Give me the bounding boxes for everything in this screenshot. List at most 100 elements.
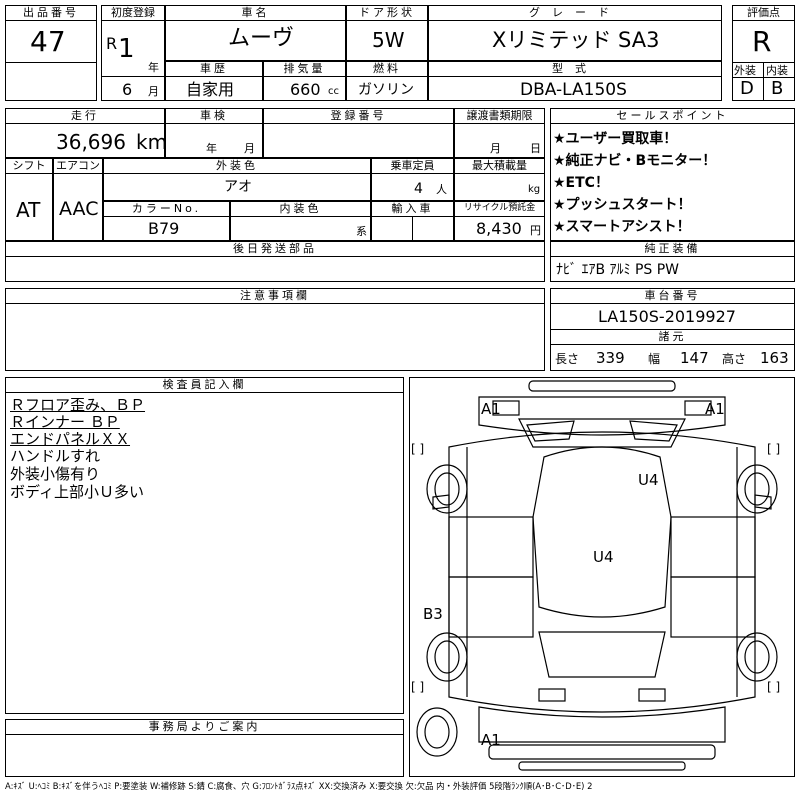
transfer-day: 日 [530, 142, 541, 155]
inspector-line-1: Ｒフロア歪み、ＢＰ [10, 396, 146, 414]
front-grille-left [492, 400, 520, 416]
color-value: アオ [224, 179, 252, 195]
load-unit: kg [528, 184, 541, 195]
interior-grade-cell [763, 62, 795, 101]
inspection-year: 年 [206, 142, 217, 155]
exterior-grade-value: D [740, 78, 754, 99]
first-reg-year-unit: 年 [148, 61, 159, 74]
import-divider [412, 217, 413, 241]
windshield [518, 418, 686, 448]
displacement-unit: cc [328, 86, 339, 97]
mileage-label: 走行 [5, 108, 165, 124]
lot-number-divider [5, 62, 97, 63]
transfer-label: 譲渡書類期限 [454, 108, 545, 124]
inspector-line-2: Ｒインナー ＢＰ [10, 413, 120, 431]
door-label: ドア形状 [346, 5, 428, 21]
color-no-value: B79 [148, 219, 180, 238]
windshield-inner-right [629, 420, 678, 442]
shift-label: シフト [5, 158, 53, 174]
sales-point-3: ★ETC！ [553, 175, 609, 191]
car-diagram [409, 377, 795, 777]
spare-tire [416, 707, 458, 757]
mileage-value: 36,696 [56, 130, 126, 154]
aircon-label: エアコン [53, 158, 103, 174]
first-reg-month-unit: 月 [148, 85, 159, 98]
car-name-label: 車名 [165, 5, 346, 21]
displacement-value: 660 [290, 80, 321, 99]
mark-front-right: A1 [705, 400, 725, 418]
color-no-label: カラーNo. [103, 201, 230, 217]
exterior-label: 外装 [734, 64, 756, 77]
front-left-tire-inner [434, 472, 460, 506]
interior-label: 内装 [766, 64, 788, 77]
inspector-line-3: エンドパネルＸＸ [10, 430, 131, 448]
front-bumper [528, 380, 676, 392]
chassis-label: 車台番号 [550, 288, 795, 304]
car-diagram-drawing: A1 A1 U4 U4 B3 A1 [ ] [ ] [ ] [ ] [411, 380, 780, 771]
history-label: 車歴 [165, 61, 263, 77]
score-value: R [752, 25, 772, 58]
legend-text: A:ｷｽﾞ U:ﾍｺﾐ B:ｷｽﾞを伴うﾍｺﾐ P:要塗装 W:補修跡 S:錆 … [5, 781, 593, 791]
color-label: 外装色 [103, 158, 371, 174]
sales-point-4: ★プッシュスタート！ [553, 197, 692, 213]
car-name-value: ムーヴ [228, 26, 295, 51]
mark-rear: A1 [481, 731, 501, 749]
score-label: 評価点 [732, 5, 795, 21]
rear-lamp-right [638, 688, 666, 702]
rear-left-tire [426, 632, 468, 682]
sales-point-2: ★純正ナビ・Bモニター！ [553, 153, 717, 169]
rear-left-tire-inner [434, 640, 460, 674]
rear-lamp-left [538, 688, 566, 702]
first-reg-month: 6 [122, 80, 133, 99]
fuel-label: 燃料 [346, 61, 428, 77]
sales-point-5: ★スマートアシスト！ [553, 219, 691, 235]
mark-left-rear: B3 [423, 605, 443, 623]
right-rear-door [670, 576, 756, 638]
front-right-tire-inner [744, 472, 770, 506]
inspection-label: 車検 [165, 108, 263, 124]
mark-front-left: A1 [481, 400, 501, 418]
length-value: 339 [596, 349, 625, 367]
width-label: 幅 [648, 352, 661, 366]
rear-bumper-low [518, 761, 686, 771]
first-reg-year: 1 [118, 34, 135, 64]
bracket-front-right: [ ] [767, 442, 780, 456]
mark-center: U4 [593, 548, 614, 566]
inspector-line-4: ハンドルすれ [10, 447, 101, 465]
left-front-door [448, 516, 534, 578]
sales-points-label: セールスポイント [550, 108, 795, 124]
dims-label: 諸元 [550, 329, 795, 345]
bracket-rear-right: [ ] [767, 680, 780, 694]
interior-grade-value: B [771, 78, 784, 99]
grade-sub-divider [732, 77, 795, 78]
front-panel [478, 396, 726, 436]
recycle-unit: 円 [530, 224, 541, 237]
front-right-tire [736, 464, 778, 514]
interior-color-suffix: 系 [356, 225, 367, 238]
seats-unit: 人 [436, 183, 447, 196]
office-label: 事務局よりご案内 [5, 719, 404, 735]
inspector-line-5: 外装小傷有り [10, 465, 101, 483]
body-outline [448, 431, 756, 713]
spare-tire-inner [424, 715, 450, 749]
rear-right-tire [736, 632, 778, 682]
first-reg-label: 初度登録 [101, 5, 165, 21]
right-front-door [670, 516, 756, 578]
fuel-value: ガソリン [358, 82, 414, 98]
rear-bumper [488, 744, 716, 760]
aircon-value: AAC [59, 198, 99, 220]
windshield-inner-left [526, 420, 575, 442]
notes-label: 注意事項欄 [5, 288, 545, 304]
height-value: 163 [760, 349, 789, 367]
model-value: DBA-LA150S [520, 80, 627, 100]
length-label: 長さ [555, 352, 580, 366]
history-value: 自家用 [186, 80, 235, 99]
interior-color-label: 内装色 [230, 201, 371, 217]
chassis-value: LA150S-2019927 [598, 307, 736, 326]
regno-label: 登録番号 [263, 108, 454, 124]
equipment-value: ﾅﾋﾞ ｴｱB ｱﾙﾐ PS PW [556, 262, 680, 278]
model-label: 型式 [428, 61, 722, 77]
bracket-front-left: [ ] [411, 442, 424, 456]
rear-window [538, 631, 666, 678]
seats-label: 乗車定員 [371, 158, 454, 174]
